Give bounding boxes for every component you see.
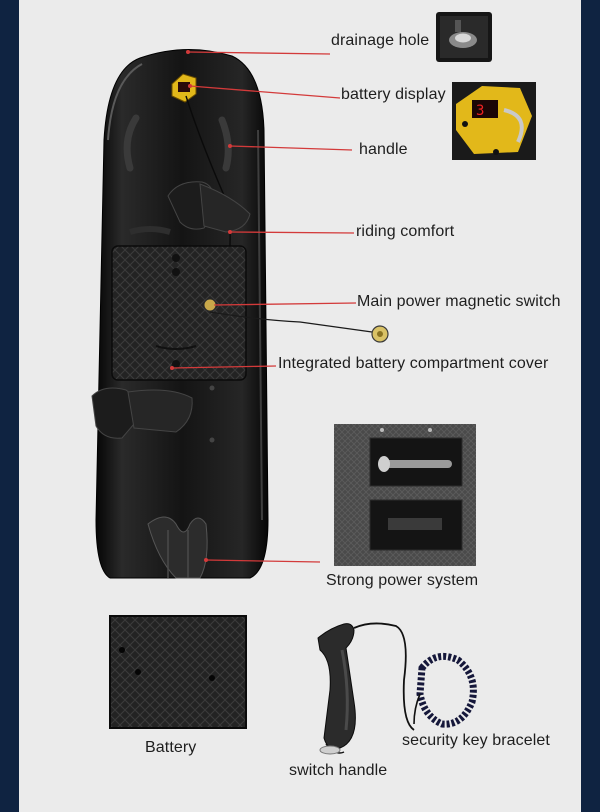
front-foot-binding-icon — [129, 181, 251, 235]
security-bracelet-image — [413, 652, 477, 728]
label-switch-handle: switch handle — [289, 762, 388, 779]
label-drainage-hole: drainage hole — [331, 32, 430, 49]
deck-pad — [111, 245, 247, 381]
battery-pad-image — [109, 615, 247, 729]
battery-display-inset: 3 — [452, 82, 536, 160]
jet-intake — [147, 516, 208, 579]
label-battery: Battery — [145, 739, 197, 756]
power-system-inset — [334, 424, 476, 566]
label-riding-comfort: riding comfort — [356, 223, 455, 240]
drainage-hole-inset — [436, 12, 492, 62]
label-security-bracelet: security key bracelet — [402, 732, 550, 749]
handle-right-icon — [218, 116, 232, 172]
switch-handle-image — [317, 622, 415, 755]
handle-left-icon — [123, 114, 140, 172]
magnetic-key-icon — [371, 325, 389, 343]
label-power-system: Strong power system — [326, 572, 479, 589]
rear-foot-binding-icon — [91, 387, 193, 439]
label-main-power-switch: Main power magnetic switch — [357, 293, 561, 310]
label-handle: handle — [359, 141, 408, 158]
label-battery-cover: Integrated battery compartment cover — [278, 355, 549, 372]
display-digits: 3 — [476, 103, 484, 119]
label-battery-display: battery display — [341, 86, 446, 103]
battery-display-icon — [171, 73, 197, 103]
